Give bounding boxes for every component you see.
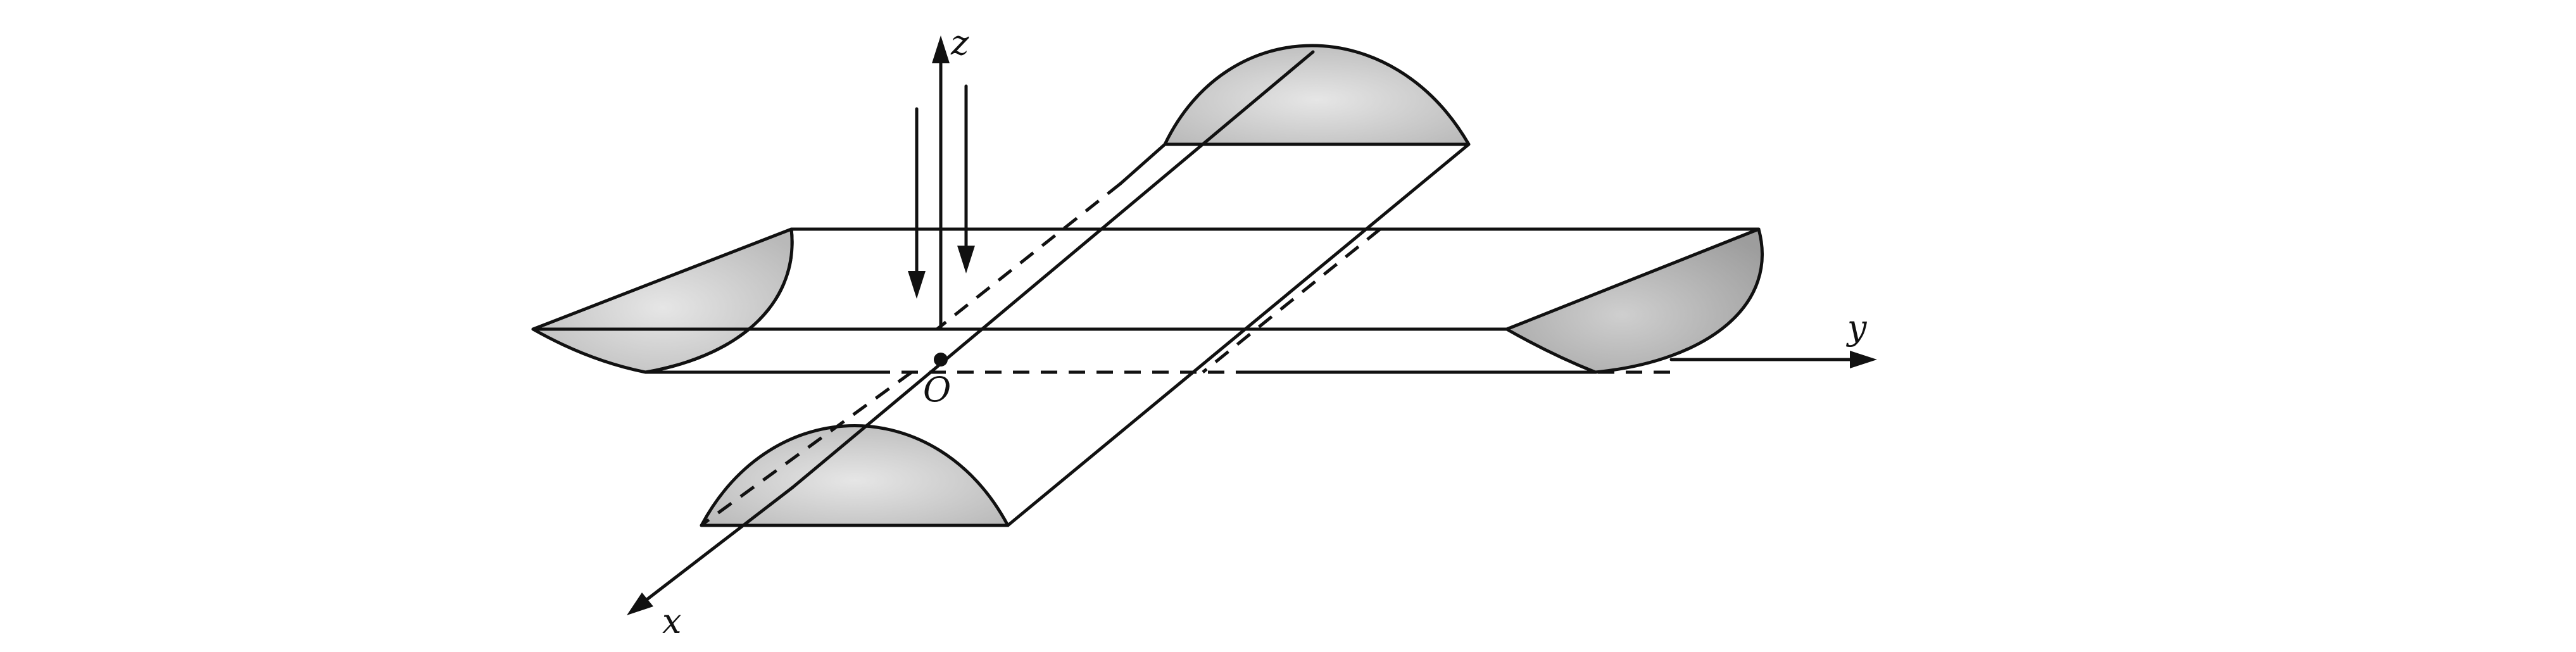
left-downward-arrowhead xyxy=(908,271,926,299)
z-axis-label: z xyxy=(950,23,969,63)
y-axis-arrowhead xyxy=(1850,351,1877,368)
z-axis-arrowhead xyxy=(932,35,950,63)
origin-point xyxy=(934,353,948,367)
left-end-cap xyxy=(531,227,794,374)
front-end-cap xyxy=(700,424,1010,527)
x-axis-arrowhead xyxy=(627,592,653,615)
x-axis xyxy=(643,486,795,603)
x-cylinder-outline xyxy=(700,50,1471,527)
y-axis-label: y xyxy=(1846,308,1868,348)
hidden-edges xyxy=(645,142,1671,526)
back-end-cap xyxy=(1163,44,1471,146)
right-downward-arrowhead xyxy=(957,246,975,273)
right-end-cap xyxy=(1505,227,1764,374)
x-axis-label: x xyxy=(662,601,681,641)
origin-label: O xyxy=(923,370,951,410)
downward-arrows xyxy=(908,84,975,299)
